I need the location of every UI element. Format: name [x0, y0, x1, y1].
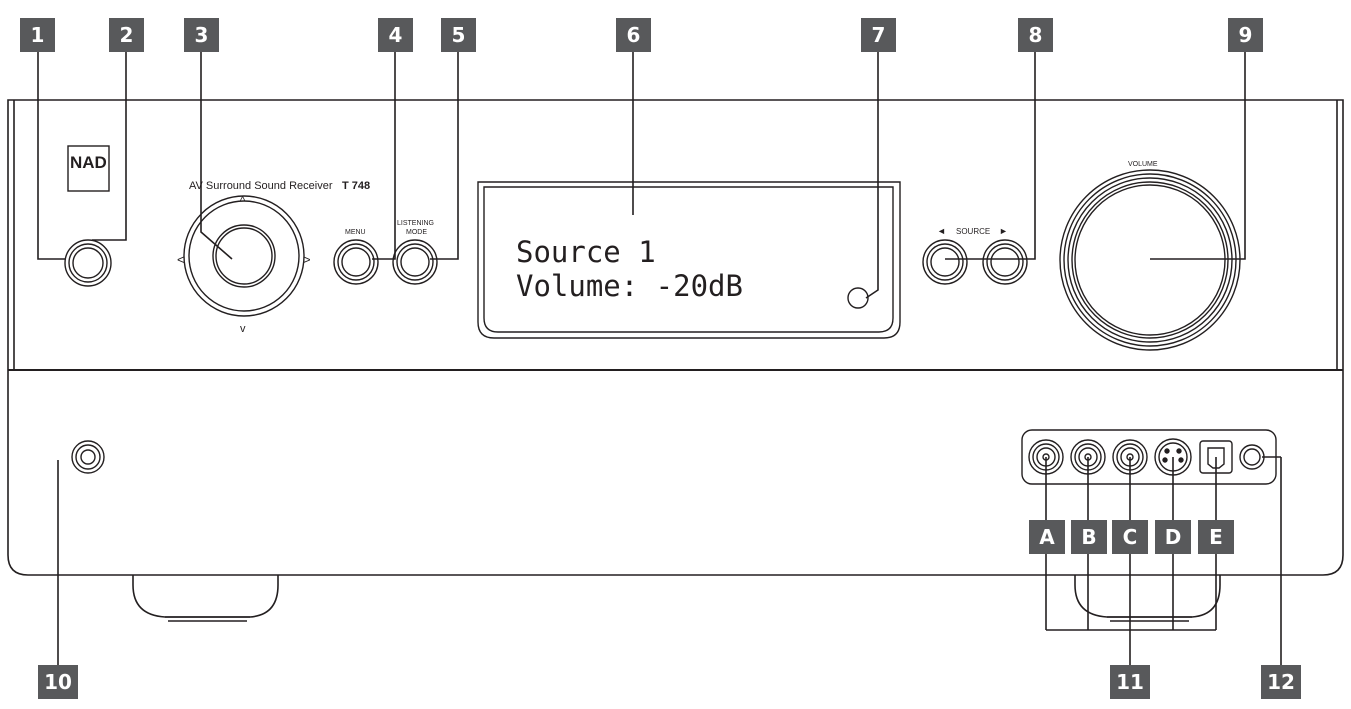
source-label: SOURCE — [956, 227, 990, 236]
nad-logo-text: NAD — [70, 153, 107, 172]
source-right-glyph: ► — [999, 226, 1008, 236]
volume-label: VOLUME — [1128, 161, 1158, 168]
leader-7 — [865, 52, 879, 299]
ir-sensor — [847, 287, 869, 309]
listening-mode-label-line1: LISTENING — [397, 220, 434, 227]
right-foot-base — [1107, 616, 1192, 622]
upper-panel: NAD AV Surround Sound Receiver T 748 ^ v… — [64, 145, 1241, 351]
svg-text:9: 9 — [1239, 23, 1253, 47]
listening-mode-button[interactable] — [392, 239, 438, 285]
left-foot-base — [165, 616, 250, 622]
source-left-glyph: ◄ — [937, 226, 946, 236]
display-window — [483, 186, 894, 333]
display-line-2: Volume: -20dB — [516, 269, 743, 303]
svg-text:12: 12 — [1267, 670, 1295, 694]
volume-knob[interactable] — [1059, 169, 1241, 351]
svg-text:8: 8 — [1029, 23, 1043, 47]
svg-text:2: 2 — [120, 23, 134, 47]
callout-2: 2 — [109, 18, 144, 52]
callout-5: 5 — [441, 18, 476, 52]
leader-lines — [37, 52, 1282, 665]
right-foot — [1074, 575, 1221, 618]
callout-b: B — [1071, 520, 1107, 554]
callout-4: 4 — [378, 18, 413, 52]
svg-text:3: 3 — [195, 23, 209, 47]
svg-text:A: A — [1039, 525, 1055, 549]
navigation-control[interactable] — [183, 195, 305, 317]
lower-panel — [71, 429, 1277, 485]
callout-6: 6 — [616, 18, 651, 52]
callouts: 1 2 3 4 5 6 7 8 9 10 11 12 A B C D E — [20, 18, 1301, 699]
nav-up-glyph: ^ — [240, 195, 246, 207]
svg-text:1: 1 — [31, 23, 45, 47]
jack-12[interactable] — [1239, 444, 1265, 470]
svg-text:11: 11 — [1116, 670, 1144, 694]
svg-text:C: C — [1123, 525, 1138, 549]
source-down-button[interactable] — [922, 239, 968, 285]
callout-8: 8 — [1018, 18, 1053, 52]
menu-button[interactable] — [333, 239, 379, 285]
callout-12: 12 — [1261, 665, 1301, 699]
power-button[interactable] — [64, 239, 112, 287]
headphone-jack[interactable] — [71, 440, 105, 474]
callout-10: 10 — [38, 665, 78, 699]
left-foot — [132, 575, 279, 618]
menu-label: MENU — [345, 229, 366, 236]
listening-mode-label-line2: MODE — [406, 229, 427, 236]
callout-9: 9 — [1228, 18, 1263, 52]
svg-text:6: 6 — [627, 23, 641, 47]
source-up-button[interactable] — [982, 239, 1028, 285]
callout-1: 1 — [20, 18, 55, 52]
svg-text:7: 7 — [872, 23, 886, 47]
leader-4 — [372, 52, 396, 260]
svg-text:D: D — [1165, 525, 1182, 549]
chassis — [7, 99, 1344, 622]
svg-text:E: E — [1209, 525, 1223, 549]
svg-text:10: 10 — [44, 670, 72, 694]
display-line-1: Source 1 — [516, 235, 656, 269]
callout-3: 3 — [184, 18, 219, 52]
leader-2 — [92, 52, 127, 241]
svg-text:4: 4 — [389, 23, 403, 47]
callout-e: E — [1198, 520, 1234, 554]
svg-text:B: B — [1081, 525, 1096, 549]
front-inputs-panel — [1021, 429, 1277, 485]
leader-8 — [945, 52, 1036, 260]
chassis-outline — [7, 99, 1344, 576]
callout-c: C — [1112, 520, 1148, 554]
callout-7: 7 — [861, 18, 896, 52]
model-caption: AV Surround Sound Receiver — [189, 180, 333, 192]
callout-a: A — [1029, 520, 1065, 554]
nad-logo — [67, 145, 110, 192]
callout-d: D — [1155, 520, 1191, 554]
callout-11: 11 — [1110, 665, 1150, 699]
leader-5 — [430, 52, 459, 260]
nav-left-glyph: < — [177, 252, 185, 267]
display-outer-frame — [477, 181, 901, 339]
svg-text:5: 5 — [452, 23, 466, 47]
leader-3 — [200, 52, 233, 260]
nav-right-glyph: > — [303, 252, 311, 267]
model-number: T 748 — [342, 180, 370, 192]
leader-9 — [1150, 52, 1246, 260]
leader-1 — [37, 52, 66, 260]
nav-down-glyph: v — [240, 323, 246, 335]
